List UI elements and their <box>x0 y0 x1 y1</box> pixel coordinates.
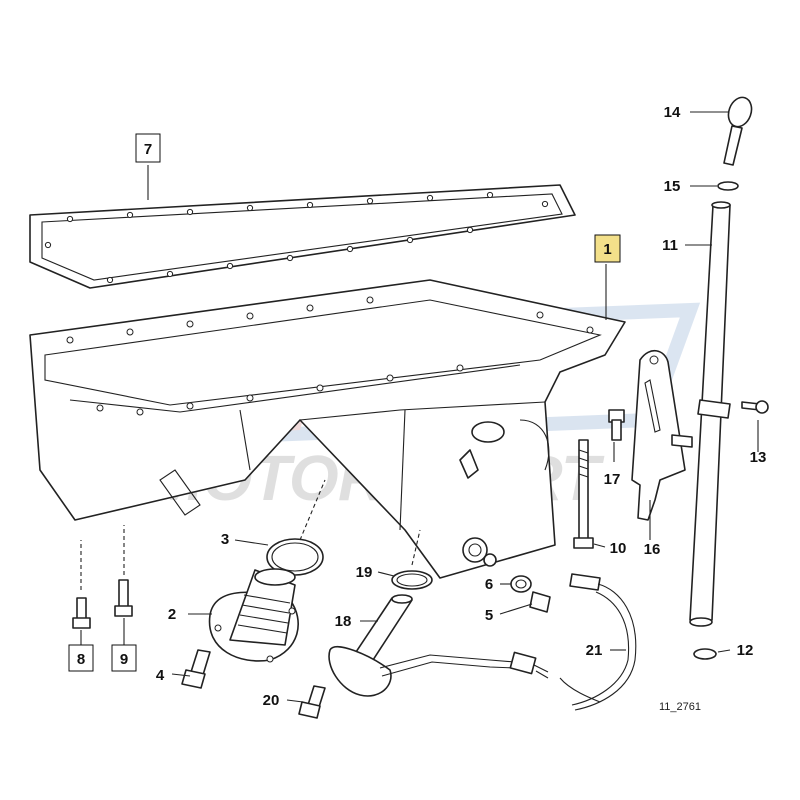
oil-level-sensor-part <box>328 594 549 697</box>
wire-part <box>559 573 637 711</box>
callout-11: 11 <box>662 237 678 254</box>
svg-text:8: 8 <box>77 651 85 668</box>
svg-text:9: 9 <box>120 651 128 668</box>
bracket-part <box>631 350 693 521</box>
o-ring-part <box>693 648 717 660</box>
callout-17: 17 <box>604 471 621 488</box>
leader-lines <box>80 111 759 703</box>
callout-18: 18 <box>335 613 352 630</box>
callout-13: 13 <box>750 449 767 466</box>
callout-2: 2 <box>168 606 176 623</box>
callout-16: 16 <box>644 541 661 558</box>
bolt-part <box>181 649 211 689</box>
callout-1: 1 <box>594 234 621 263</box>
callout-21: 21 <box>586 642 603 659</box>
bolt-part <box>741 400 769 414</box>
callout-15: 15 <box>664 178 681 195</box>
callout-14: 14 <box>664 104 681 121</box>
svg-text:1: 1 <box>603 241 611 258</box>
callout-10: 10 <box>610 540 627 557</box>
callout-4: 4 <box>156 667 165 684</box>
seal-ring-part <box>717 181 739 191</box>
callout-9: 9 <box>111 644 137 672</box>
suction-pipe-part <box>208 568 299 663</box>
callout-8: 8 <box>68 644 94 672</box>
bolt-part <box>298 685 326 719</box>
dipstick-tube-part <box>689 201 731 627</box>
gasket-part <box>29 184 576 289</box>
callout-3: 3 <box>221 531 229 548</box>
diagram-reference-code: 11_2761 <box>659 701 701 713</box>
o-ring-part <box>391 570 433 590</box>
callout-7: 7 <box>135 133 161 163</box>
oil-pan-part <box>29 279 626 579</box>
bolt-part <box>608 409 625 441</box>
callout-5: 5 <box>485 607 493 624</box>
bolt-part <box>72 579 133 629</box>
dipstick-part <box>723 96 753 166</box>
callout-19: 19 <box>356 564 373 581</box>
callout-6: 6 <box>485 576 493 593</box>
callout-12: 12 <box>737 642 754 659</box>
svg-text:7: 7 <box>144 141 152 158</box>
long-bolt-part <box>573 439 594 549</box>
callouts: 1 2 3 4 5 6 7 8 9 10 11 12 13 14 15 16 1… <box>68 104 767 709</box>
callout-20: 20 <box>263 692 280 709</box>
drain-plug-part <box>483 553 551 613</box>
